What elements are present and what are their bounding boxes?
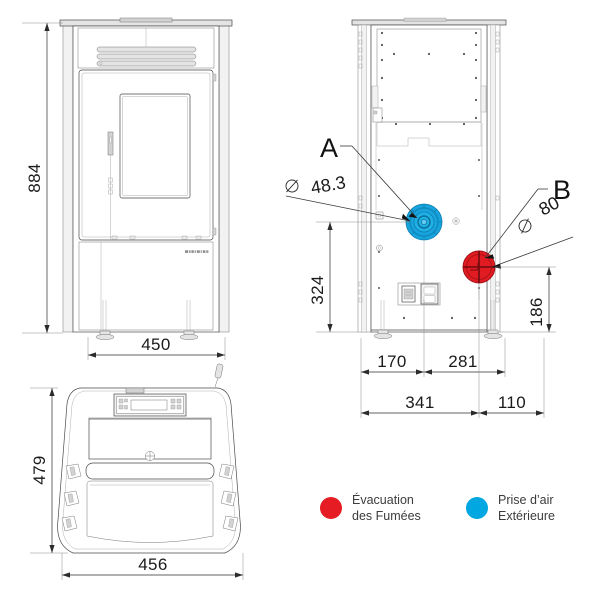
callout-b-letter: B xyxy=(553,175,571,205)
dim-front-height-label: 884 xyxy=(25,163,44,193)
legend-fumees-line1: Évacuation xyxy=(352,492,414,507)
rear-feet xyxy=(373,300,503,339)
dim-rear-186: 186 xyxy=(495,266,556,333)
legend-prise-air-line1: Prise d’air xyxy=(498,493,554,507)
dim-front-width: 450 xyxy=(87,335,226,360)
front-feet xyxy=(95,300,199,340)
dim-rear-341-label: 341 xyxy=(405,393,435,412)
legend: Évacuation des Fumées Prise d’air Extéri… xyxy=(320,492,555,523)
top-mesh-grille xyxy=(85,462,215,480)
air-intake-port-a xyxy=(405,203,443,300)
top-hopper-lid xyxy=(86,480,214,543)
legend-item-prise-air: Prise d’air Extérieure xyxy=(466,493,555,523)
front-top-grille xyxy=(96,46,197,67)
rear-left-bracket xyxy=(372,107,383,123)
front-lower-panel xyxy=(78,241,214,331)
dim-top-depth-label: 479 xyxy=(30,455,49,485)
front-elevation-view: 884 450 xyxy=(22,17,233,360)
dim-front-height: 884 xyxy=(22,22,63,334)
brand-logo xyxy=(184,249,211,254)
dim-rear-170: 170 xyxy=(360,338,424,377)
dim-rear-110-label: 110 xyxy=(498,393,526,412)
callout-a-letter: A xyxy=(320,133,338,163)
dim-rear-110: 110 xyxy=(478,283,545,418)
rear-center-fitting xyxy=(452,217,460,225)
dim-rear-341: 341 xyxy=(360,377,479,418)
control-panel xyxy=(113,387,187,417)
dim-front-width-label: 450 xyxy=(141,335,171,354)
legend-item-fumees: Évacuation des Fumées xyxy=(320,492,421,523)
antenna xyxy=(214,363,224,388)
control-panel-display xyxy=(130,399,168,411)
top-plan-view: 479 456 xyxy=(30,363,244,580)
dim-rear-186-label: 186 xyxy=(527,297,546,327)
dim-top-width: 456 xyxy=(61,553,244,580)
dim-rear-281-label: 281 xyxy=(448,352,478,371)
legend-prise-air-line2: Extérieure xyxy=(498,509,555,523)
dim-rear-324-label: 324 xyxy=(308,275,327,305)
rear-elevation-view: A 48.3 B xyxy=(285,17,574,418)
legend-swatch-red xyxy=(320,497,342,519)
top-side-vents-left xyxy=(61,463,82,532)
door-glass xyxy=(119,93,191,199)
legend-fumees-line2: des Fumées xyxy=(352,509,421,523)
top-side-vents-right xyxy=(218,463,239,532)
diameter-a-annotation: 48.3 xyxy=(285,172,347,198)
door-hinge xyxy=(107,131,114,240)
dim-top-depth: 479 xyxy=(30,387,68,554)
lid-knob xyxy=(145,451,155,461)
dim-rear-324: 324 xyxy=(308,221,410,333)
callout-a: A xyxy=(285,133,418,222)
callout-b: B xyxy=(484,175,574,269)
dim-top-width-label: 456 xyxy=(138,555,168,574)
dim-rear-170-label: 170 xyxy=(377,352,407,371)
legend-swatch-blue xyxy=(466,497,488,519)
rear-connector-panel xyxy=(397,282,441,306)
dim-rear-281: 281 xyxy=(423,300,506,377)
rear-access-panel xyxy=(376,28,482,123)
